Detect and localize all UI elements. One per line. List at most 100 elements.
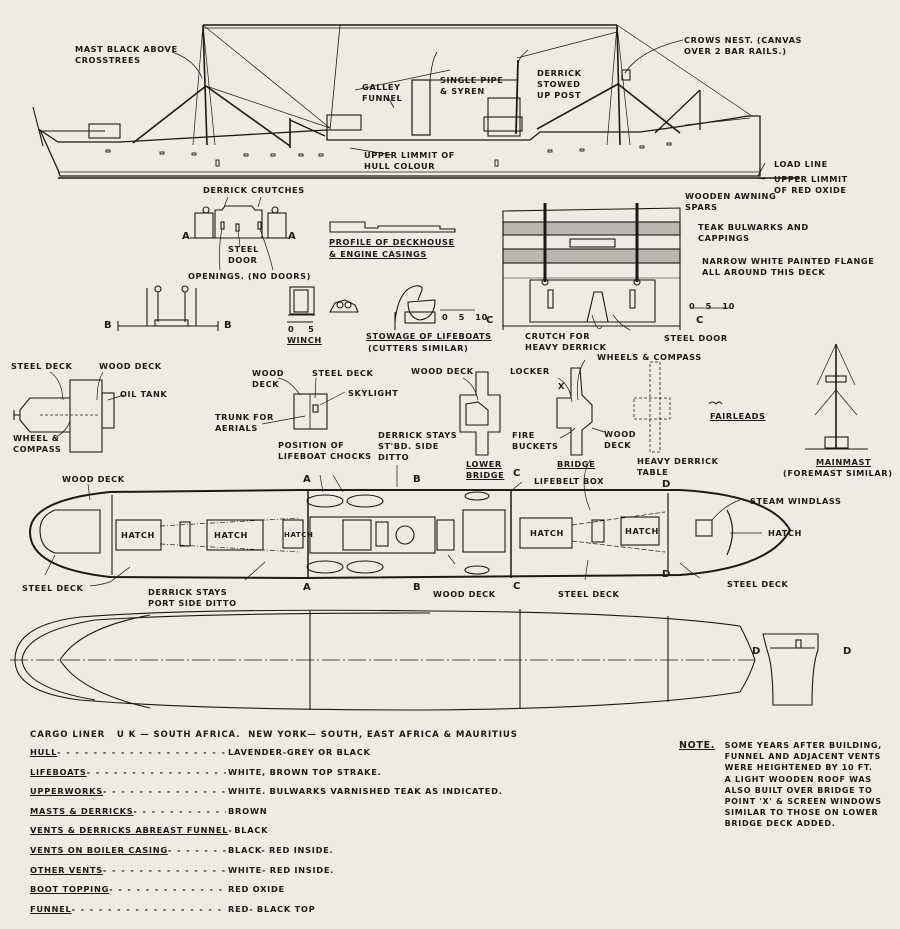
legend-row: HULL- - - - - - - - - - - - - - - - - - … (30, 747, 570, 767)
label-fwd-hatch: HATCH (768, 528, 802, 538)
label-lower-bridge: LOWER BRIDGE (466, 459, 505, 480)
plan-leaders (49, 314, 631, 439)
mark-c-bottom: C (513, 581, 522, 592)
ship-profile (32, 24, 800, 179)
label-trunk-aerials: TRUNK FOR AERIALS (215, 412, 274, 433)
label-crutch: CRUTCH FOR HEAVY DERRICK (525, 331, 607, 352)
label-poop-wood-deck: WOOD DECK (99, 361, 162, 371)
legend-value: BROWN (228, 805, 268, 816)
mark-d-top: D (662, 479, 672, 490)
legend-key: OTHER VENTS (30, 864, 103, 875)
label-steel-door-a: STEEL DOOR (228, 244, 259, 265)
label-galley-funnel: GALLEY FUNNEL (362, 82, 403, 103)
legend-value: LAVENDER-GREY OR BLACK (228, 747, 371, 757)
mark-c-left: C (486, 315, 495, 326)
hatch (462, 509, 506, 553)
hull-profile (38, 115, 761, 177)
hatch (519, 517, 573, 549)
label-winch-scale: 0 5 (288, 324, 315, 334)
label-upper-limit-red: UPPER LIMMIT OF RED OXIDE (774, 174, 848, 195)
label-boat-steel-deck: STEEL DECK (312, 368, 374, 378)
label-deckhouse-profile-1: PROFILE OF DECKHOUSE (329, 237, 455, 247)
foremast (202, 24, 208, 146)
mark-b-top: B (413, 474, 422, 485)
label-derrick-stowed: DERRICK STOWED UP POST (537, 68, 582, 100)
label-wheel-compass: WHEEL & COMPASS (13, 433, 62, 454)
label-deckhouse-profile-2: & ENGINE CASINGS (329, 249, 427, 259)
label-lifeboat-scale: 0 5 10 (442, 312, 488, 322)
legend-row: MASTS & DERRICKS- - - - - - - - - - - - … (30, 806, 570, 826)
label-poop-steel-deck: STEEL DECK (11, 361, 73, 371)
legend-key: FUNNEL (30, 903, 72, 914)
label-winch: WINCH (287, 335, 322, 345)
legend-leader-dashes: - - - - - - - - - - - - - - - - - - - - … (102, 786, 226, 797)
legend-row: OTHER VENTS- - - - - - - - - - - - - - -… (30, 865, 570, 885)
label-x-point: X (558, 381, 565, 391)
legend-key: MASTS & DERRICKS (30, 805, 134, 816)
legend-key: LIFEBOATS (30, 766, 87, 777)
legend-leader-dashes: - - - - - - - - - - - - - - - - - - - - … (102, 864, 226, 875)
mark-a-top: A (303, 474, 312, 485)
label-crows-nest: CROWS NEST. (CANVAS OVER 2 BAR RAILS.) (684, 35, 803, 56)
legend-leader-dashes: - - - - - - - - - - - - - - - - - - - - … (228, 825, 232, 835)
section-a-a (190, 196, 290, 271)
legend-row: LIFEBOATS- - - - - - - - - - - - - - - -… (30, 767, 570, 787)
hull-lines-plan (10, 609, 756, 711)
label-lifeboat-stowage: STOWAGE OF LIFEBOATS (366, 331, 492, 341)
deck-plan-leaders (44, 459, 762, 587)
legend-row: UPPERWORKS- - - - - - - - - - - - - - - … (30, 786, 570, 806)
label-heavy-derrick-table: HEAVY DERRICK TABLE (637, 456, 719, 477)
mark-b-right: B (224, 320, 233, 331)
mark-a-right: A (288, 231, 297, 242)
profile-leaders (171, 39, 766, 180)
mark-b-left: B (104, 320, 113, 331)
label-narrow-flange: NARROW WHITE PAINTED FLANGE ALL AROUND T… (702, 256, 875, 277)
legend-row: FUNNEL- - - - - - - - - - - - - - - - - … (30, 904, 570, 924)
label-derrick-crutches: DERRICK CRUTCHES (203, 185, 305, 195)
label-bridge-wood-deck: WOOD DECK (604, 429, 637, 450)
label-aft-steel-deck: STEEL DECK (22, 583, 84, 593)
mark-d-body-right: D (843, 646, 853, 657)
label-steam-windlass: STEAM WINDLASS (750, 496, 842, 506)
legend-rows: HULL - - - - - - - - - - - - - - - - - - … (30, 747, 570, 923)
hatch (620, 516, 660, 546)
label-teak-bulwarks: TEAK BULWARKS AND CAPPINGS (698, 222, 809, 243)
label-skylight: SKYLIGHT (348, 388, 399, 398)
legend-leader-dashes: - - - - - - - - - - - - - - - - - - - - … (167, 844, 226, 855)
deck-plan (28, 489, 792, 580)
label-hatch-3: HATCH (284, 531, 314, 539)
colour-legend: CARGO LINER U K — SOUTH AFRICA. NEW YORK… (30, 730, 570, 923)
label-oil-tank: OIL TANK (120, 389, 168, 399)
legend-row: VENTS & DERRICKS ABREAST FUNNEL- - - - -… (30, 825, 570, 845)
label-single-pipe: SINGLE PIPE & SYREN (440, 75, 504, 96)
label-lifeboat-chocks: POSITION OF LIFEBOAT CHOCKS (278, 440, 372, 461)
legend-value: BLACK- RED INSIDE. (228, 844, 334, 855)
label-hatch-5: HATCH (625, 526, 659, 536)
label-boat-wood-deck: WOOD DECK (252, 368, 285, 389)
lower-bridge-plan (459, 371, 501, 456)
legend-key: VENTS ON BOILER CASING (30, 844, 168, 855)
label-bridge: BRIDGE (557, 459, 596, 469)
label-foremast-similar: (FOREMAST SIMILAR) (783, 468, 893, 478)
legend-key: VENTS & DERRICKS ABREAST FUNNEL (30, 825, 229, 836)
label-aft-wood-deck: WOOD DECK (62, 474, 125, 484)
mark-d-bottom: D (662, 569, 672, 580)
boat-deck-plan (293, 393, 328, 430)
label-fwd-steel-deck: STEEL DECK (727, 579, 789, 589)
label-derrick-stays-stbd: DERRICK STAYS ST'BD. SIDE DITTO (378, 430, 458, 462)
legend-value: WHITE- RED INSIDE. (228, 864, 335, 875)
label-section-c-scale: 0 5 10 (689, 301, 735, 311)
legend-leader-dashes: - - - - - - - - - - - - - - - - - - - - … (71, 903, 226, 914)
legend-leader-dashes: - - - - - - - - - - - - - - - - - - - - … (109, 884, 226, 895)
note-heading: NOTE. (679, 740, 716, 751)
label-lifebelt-box: LIFEBELT BOX (534, 476, 604, 486)
label-mast-black: MAST BLACK ABOVE CROSSTREES (75, 44, 178, 65)
label-fire-buckets: FIRE BUCKETS (512, 430, 559, 451)
label-load-line: LOAD LINE (774, 159, 828, 169)
legend-key: HULL (30, 747, 58, 757)
legend-row: VENTS ON BOILER CASING- - - - - - - - - … (30, 845, 570, 865)
legend-value: RED OXIDE (228, 884, 285, 895)
mark-a-left: A (182, 231, 191, 242)
label-steel-door-c: STEEL DOOR (664, 333, 728, 343)
lifeboat-stowage-drawing (394, 285, 475, 330)
